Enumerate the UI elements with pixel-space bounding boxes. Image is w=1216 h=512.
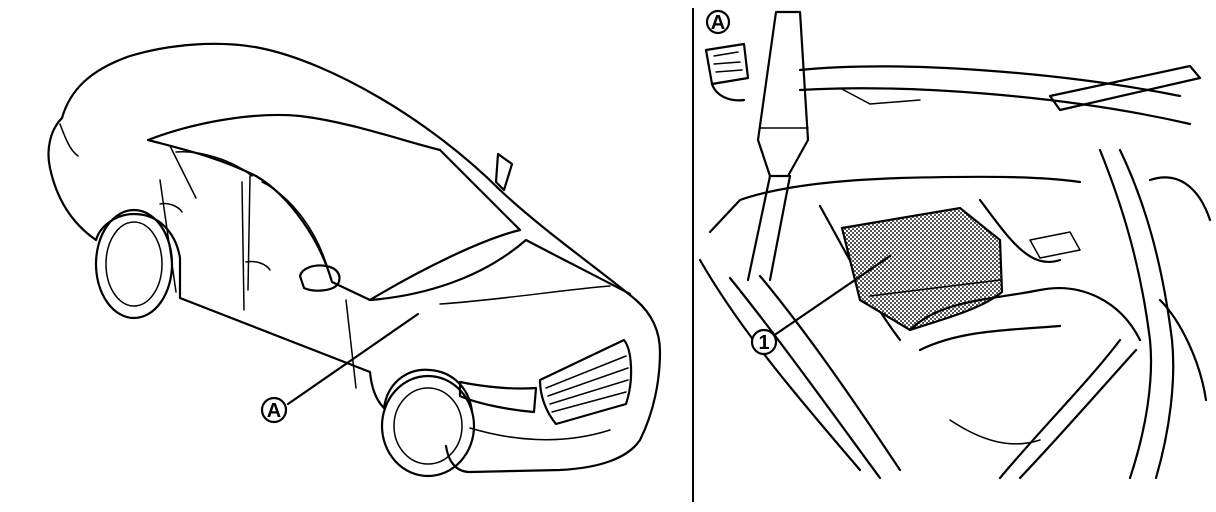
callout-component-1: 1 bbox=[750, 328, 778, 356]
detail-callout-a: A bbox=[705, 9, 731, 35]
car-cabin bbox=[146, 113, 522, 302]
leader-line-1 bbox=[774, 254, 892, 336]
detail-a-label: A bbox=[711, 12, 725, 34]
rear-wheel bbox=[94, 208, 174, 320]
callout-car-location: A bbox=[260, 396, 288, 424]
antenna bbox=[494, 152, 514, 192]
callout-1-label: 1 bbox=[758, 332, 769, 354]
component-1-hatched bbox=[840, 206, 1004, 332]
car-illustration bbox=[47, 42, 662, 478]
headlight bbox=[458, 380, 538, 414]
callout-a-label: A bbox=[267, 400, 281, 422]
front-wheel bbox=[380, 374, 476, 478]
side-mirror bbox=[298, 264, 341, 292]
leader-line-a bbox=[286, 312, 420, 406]
hood-strut bbox=[756, 10, 810, 178]
front-grille bbox=[538, 338, 633, 426]
engine-bay-detail bbox=[698, 10, 1212, 480]
connector-icon bbox=[704, 42, 750, 86]
